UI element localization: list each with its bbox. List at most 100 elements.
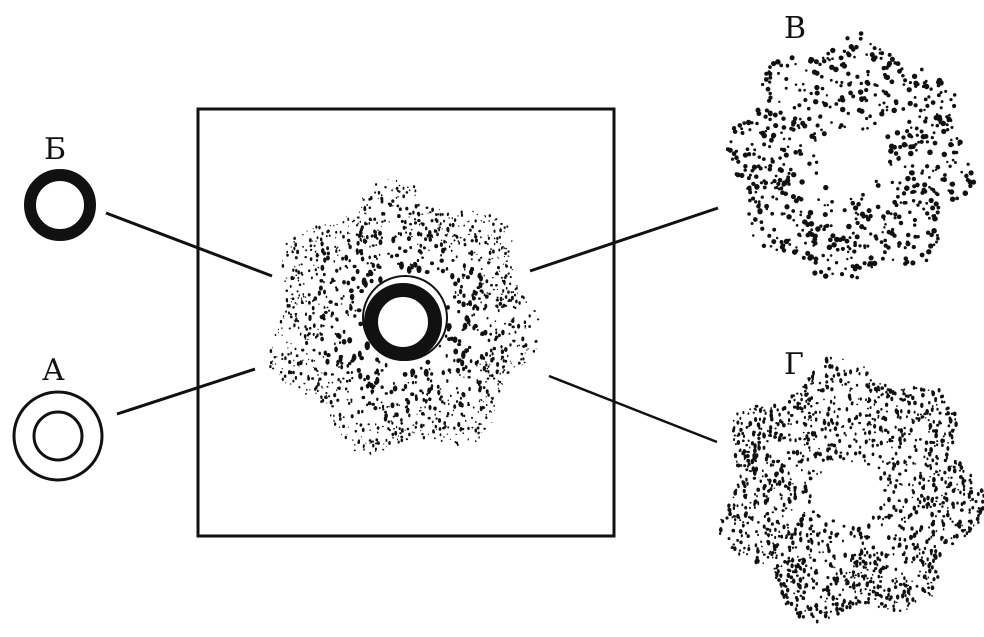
stipple-dot (929, 506, 931, 508)
stipple-dot (822, 101, 825, 104)
stipple-dot (719, 527, 723, 533)
stipple-dot (783, 503, 786, 508)
stipple-dot (369, 246, 370, 248)
stipple-dot (883, 239, 887, 243)
stipple-dot (479, 389, 480, 391)
stipple-dot (475, 440, 477, 442)
stipple-dot (913, 401, 917, 405)
stipple-dot (790, 478, 792, 480)
stipple-dot (421, 257, 424, 259)
stipple-dot (753, 217, 758, 222)
stipple-dot (429, 211, 432, 213)
stipple-dot (450, 273, 454, 279)
stipple-dot (878, 606, 880, 609)
stipple-dot (471, 239, 474, 242)
stipple-dot (825, 380, 828, 383)
stipple-dot (384, 416, 387, 421)
stipple-dot (786, 214, 791, 219)
stipple-dot (305, 393, 307, 395)
stipple-dot (797, 556, 799, 558)
stipple-dot (754, 460, 757, 463)
stipple-dot (376, 222, 378, 225)
stipple-dot (918, 115, 921, 118)
stipple-dot (955, 197, 959, 201)
stipple-dot (343, 330, 346, 334)
stipple-dot (751, 143, 754, 146)
stipple-dot (343, 416, 345, 418)
stipple-dot (789, 575, 793, 579)
stipple-dot (878, 467, 881, 470)
stipple-dot (475, 428, 478, 432)
stipple-dot (483, 428, 486, 430)
stipple-dot (830, 611, 832, 613)
stipple-dot (866, 569, 868, 571)
stipple-dot (381, 226, 382, 227)
stipple-dot (314, 245, 316, 247)
stipple-dot (898, 445, 901, 448)
stipple-dot (788, 546, 792, 549)
stipple-dot (864, 554, 867, 557)
stipple-dot (495, 305, 498, 308)
stipple-dot (473, 313, 475, 316)
leader-line-a (117, 369, 255, 414)
stipple-dot (737, 440, 741, 445)
stipple-dot (501, 330, 505, 336)
stipple-dot (347, 219, 348, 221)
stipple-dot (312, 349, 315, 352)
stipple-dot (352, 221, 354, 223)
stipple-dot (811, 240, 814, 243)
stipple-dot (500, 345, 502, 349)
stipple-dot (943, 471, 946, 475)
stipple-dot (333, 415, 335, 417)
stipple-dot (766, 208, 769, 211)
stipple-dot (949, 98, 952, 101)
stipple-dot (763, 553, 766, 555)
stipple-dot (348, 362, 351, 365)
stipple-dot (511, 363, 512, 364)
stipple-dot (466, 303, 468, 306)
stipple-dot (498, 388, 499, 390)
stipple-dot (729, 140, 732, 143)
stipple-dot (748, 462, 751, 465)
stipple-dot (921, 169, 924, 172)
stipple-dot (806, 546, 809, 549)
stipple-dot (812, 244, 815, 247)
stipple-dot (914, 445, 917, 448)
stipple-dot (924, 547, 926, 550)
stipple-dot (351, 276, 356, 281)
stipple-dot (826, 447, 829, 452)
stipple-dot (484, 304, 487, 309)
stipple-dot (783, 526, 785, 528)
stipple-dot (339, 426, 340, 427)
stipple-dot (414, 221, 417, 224)
stipple-dot (459, 428, 461, 432)
stipple-dot (865, 588, 867, 591)
stipple-dot (414, 375, 417, 379)
stipple-dot (933, 141, 938, 146)
stipple-dot (908, 433, 911, 435)
stipple-dot (898, 156, 901, 159)
stipple-dot (904, 538, 907, 542)
stipple-dot (461, 212, 462, 213)
stipple-dot (327, 252, 330, 256)
stipple-dot (739, 428, 742, 432)
stipple-dot (359, 289, 364, 293)
stipple-dot (822, 131, 827, 136)
stipple-dot (855, 602, 858, 606)
stipple-dot (763, 417, 766, 420)
stipple-dot (477, 427, 480, 430)
stipple-dot (810, 494, 812, 496)
stipple-dot (505, 295, 508, 299)
stipple-dot (379, 407, 381, 409)
stipple-dot (897, 414, 899, 417)
stipple-dot (340, 365, 343, 369)
stipple-dot (286, 289, 288, 292)
stipple-dot (904, 185, 910, 191)
stipple-dot (368, 222, 370, 225)
stipple-dot (432, 236, 434, 238)
stipple-dot (428, 417, 431, 420)
stipple-dot (500, 297, 503, 302)
stipple-dot (763, 525, 766, 529)
stipple-dot (287, 347, 288, 348)
